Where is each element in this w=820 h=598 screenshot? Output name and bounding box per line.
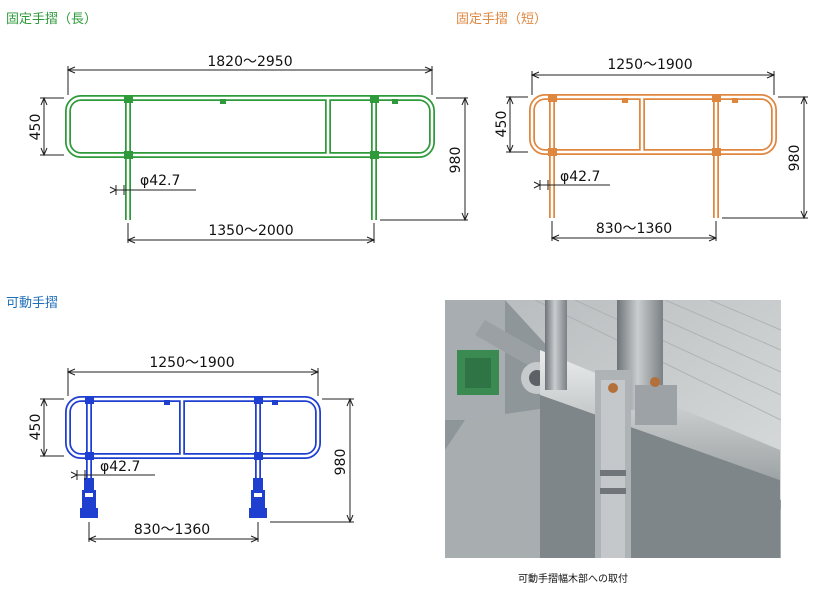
fixed-short-title: 固定手摺（短）	[456, 12, 548, 27]
fixed-short-drawing: 1250〜1900 450 980	[494, 57, 808, 242]
post-span-label: 1350〜2000	[208, 223, 293, 239]
post-span-label: 830〜1360	[596, 221, 672, 237]
pipe-diameter-label: φ42.7	[140, 173, 180, 189]
pipe-diameter-label: φ42.7	[100, 459, 140, 475]
frame-clamps	[548, 94, 738, 156]
total-height-label: 980	[787, 145, 803, 172]
handrail-frame	[529, 94, 777, 218]
total-height-label: 980	[448, 147, 464, 174]
width-dimension-line	[66, 66, 434, 95]
mounting-photo	[445, 300, 781, 558]
total-height-label: 980	[333, 449, 349, 476]
frame-height-label: 450	[28, 414, 44, 441]
frame-clamps	[124, 95, 398, 159]
frame-clamps	[85, 396, 278, 460]
pipe-diameter-label: φ42.7	[560, 169, 600, 185]
frame-height-label: 450	[28, 114, 44, 141]
fixed-long-drawing: 1820〜2950 450 980	[28, 54, 469, 244]
frame-height-label: 450	[494, 111, 510, 138]
fixed-long-title: 固定手摺（長）	[6, 12, 98, 27]
width-dimension-label: 1820〜2950	[207, 54, 292, 70]
post-span-label: 830〜1360	[134, 522, 210, 538]
movable-drawing: 1250〜1900 450	[28, 355, 354, 543]
mounting-brackets	[80, 478, 267, 518]
width-dimension-label: 1250〜1900	[607, 57, 692, 73]
movable-title: 可動手摺	[6, 296, 59, 311]
width-dimension-label: 1250〜1900	[149, 355, 234, 371]
photo-caption: 可動手摺幅木部への取付	[518, 574, 628, 585]
